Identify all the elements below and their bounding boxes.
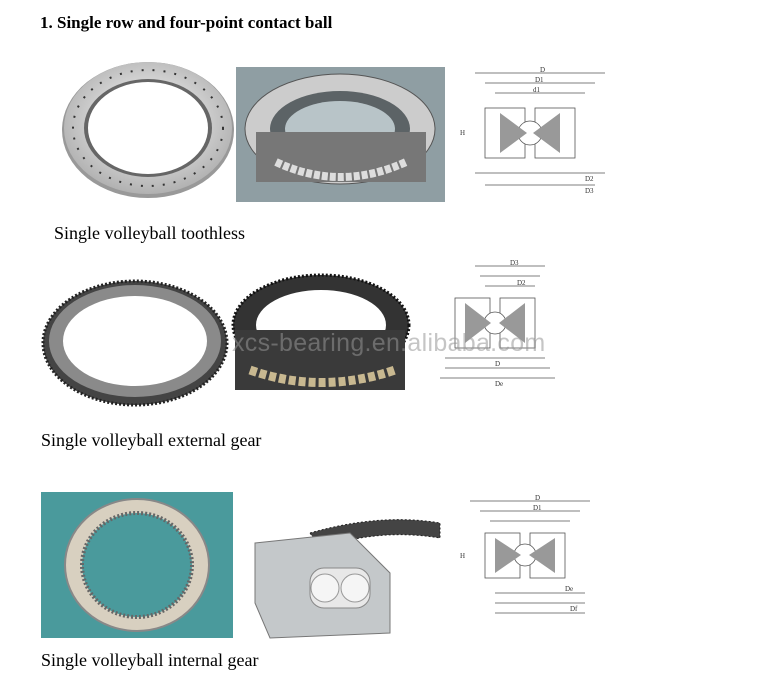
caption-internal-gear: Single volleyball internal gear xyxy=(41,650,259,670)
label-D2: D2 xyxy=(517,279,526,287)
internal-gear-cross-section-diagram: D D1 H De Df xyxy=(460,494,590,614)
label-D: D xyxy=(535,494,540,502)
label-D3: D3 xyxy=(585,187,594,195)
external-gear-cutaway-image xyxy=(231,273,411,390)
caption-external-gear: Single volleyball external gear xyxy=(41,430,262,450)
toothless-cutaway-image xyxy=(236,67,445,202)
watermark: xcs-bearing.en.alibaba.com xyxy=(232,329,546,357)
internal-gear-cutaway-image xyxy=(254,519,441,639)
toothless-ring-image xyxy=(62,62,234,198)
label-H: H xyxy=(460,129,465,137)
label-H: H xyxy=(460,552,465,560)
external-gear-ring-image xyxy=(41,279,229,407)
label-D1: D1 xyxy=(533,504,542,512)
label-Df: Df xyxy=(570,605,578,613)
label-D: D xyxy=(495,360,500,368)
label-De: De xyxy=(495,380,503,386)
label-D3: D3 xyxy=(510,259,519,267)
label-D: D xyxy=(540,66,545,74)
caption-toothless: Single volleyball toothless xyxy=(54,223,245,243)
label-D2: D2 xyxy=(585,175,594,183)
label-D1: D1 xyxy=(535,76,544,84)
internal-gear-ring-image xyxy=(41,492,233,638)
toothless-cross-section-diagram: D D1 d1 H D2 D3 xyxy=(460,66,605,195)
external-gear-cross-section-diagram: D3 D2 D De xyxy=(440,259,555,386)
section-title: 1. Single row and four-point contact bal… xyxy=(40,13,333,32)
label-De: De xyxy=(565,585,573,593)
label-d1: d1 xyxy=(533,86,541,94)
